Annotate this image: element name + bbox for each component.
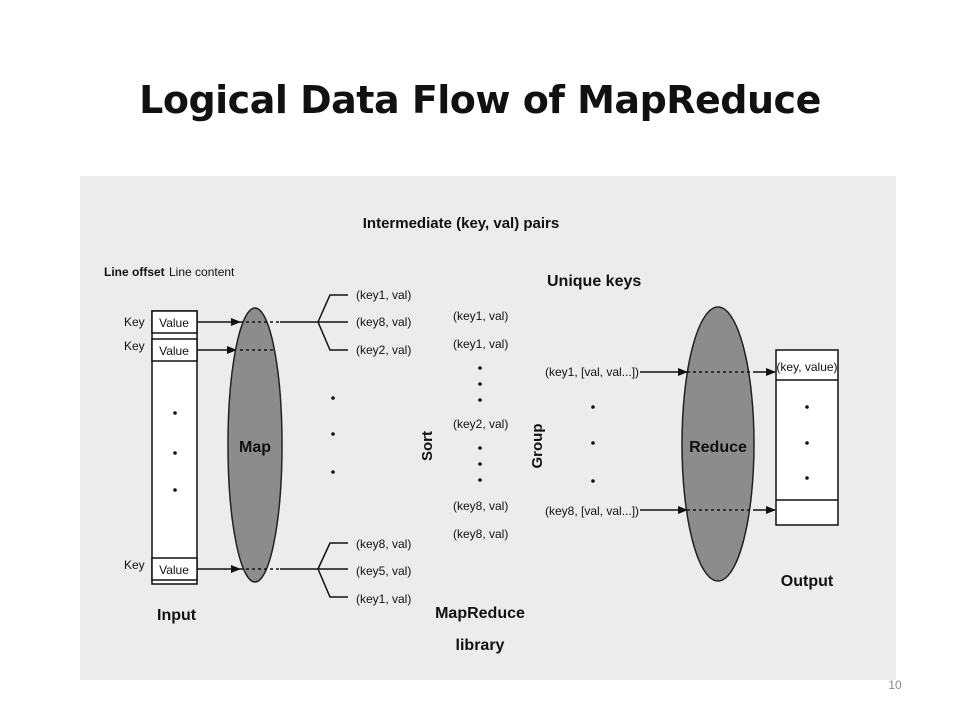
ellipsis-dot	[173, 488, 177, 492]
ellipsis-dot	[478, 382, 482, 386]
ellipsis-dot	[478, 366, 482, 370]
input-value-label: Value	[159, 316, 189, 330]
slide-title: Logical Data Flow of MapReduce	[139, 78, 821, 122]
map-output-pair: (key1, val)	[356, 288, 411, 302]
input-value-label: Value	[159, 563, 189, 577]
ellipsis-dot	[173, 411, 177, 415]
ellipsis-dot	[805, 476, 809, 480]
ellipsis-dot	[331, 432, 335, 436]
sort-label: Sort	[419, 431, 436, 461]
input-value-label: Value	[159, 344, 189, 358]
map-ellipse	[227, 307, 283, 583]
ellipsis-dot	[173, 451, 177, 455]
ellipsis-dot	[331, 470, 335, 474]
ellipsis-dot	[591, 441, 595, 445]
diagram-canvas: Intermediate (key, val) pairs Line offse…	[104, 215, 839, 654]
map-output-pair: (key5, val)	[356, 564, 411, 578]
sorted-pair: (key2, val)	[453, 417, 508, 431]
line-content-label: Line content	[169, 265, 235, 279]
map-output-branch	[317, 568, 348, 598]
output-table	[775, 349, 839, 526]
map-output-branch	[317, 321, 348, 351]
mapreduce-library-label: library	[456, 637, 505, 654]
map-output-pair: (key8, val)	[356, 315, 411, 329]
input-key-label: Key	[124, 558, 145, 572]
ellipsis-dot	[805, 405, 809, 409]
ellipsis-dot	[591, 479, 595, 483]
unique-keys-label: Unique keys	[547, 273, 641, 290]
line-offset-label: Line offset	[104, 265, 165, 279]
map-output-pair: (key1, val)	[356, 592, 411, 606]
map-label: Map	[239, 439, 271, 456]
ellipsis-dot	[478, 462, 482, 466]
sorted-pair: (key8, val)	[453, 499, 508, 513]
sorted-pair: (key1, val)	[453, 337, 508, 351]
reduce-ellipse	[681, 306, 755, 582]
grouped-pair: (key1, [val, val...])	[545, 365, 639, 379]
input-key-label: Key	[124, 339, 145, 353]
mapreduce-diagram: Intermediate (key, val) pairs Line offse…	[80, 176, 896, 680]
page-number: 10	[888, 678, 902, 692]
map-output-pair: (key2, val)	[356, 343, 411, 357]
ellipsis-dot	[478, 398, 482, 402]
sorted-pair: (key8, val)	[453, 527, 508, 541]
input-key-label: Key	[124, 315, 145, 329]
ellipsis-dot	[591, 405, 595, 409]
ellipsis-dot	[478, 446, 482, 450]
ellipsis-dot	[805, 441, 809, 445]
output-table-frame	[775, 349, 839, 526]
output-pair: (key, value)	[776, 360, 837, 374]
intermediate-pairs-header: Intermediate (key, val) pairs	[363, 215, 559, 232]
mapreduce-library-label: MapReduce	[435, 605, 525, 622]
ellipsis-dot	[331, 396, 335, 400]
output-caption: Output	[781, 573, 834, 590]
reduce-label: Reduce	[689, 439, 747, 456]
map-output-branch	[317, 542, 348, 570]
input-caption: Input	[157, 607, 197, 624]
ellipsis-dot	[478, 478, 482, 482]
sorted-pair: (key1, val)	[453, 309, 508, 323]
map-output-pair: (key8, val)	[356, 537, 411, 551]
group-label: Group	[529, 424, 546, 469]
map-output-branch	[317, 294, 348, 323]
grouped-pair: (key8, [val, val...])	[545, 504, 639, 518]
